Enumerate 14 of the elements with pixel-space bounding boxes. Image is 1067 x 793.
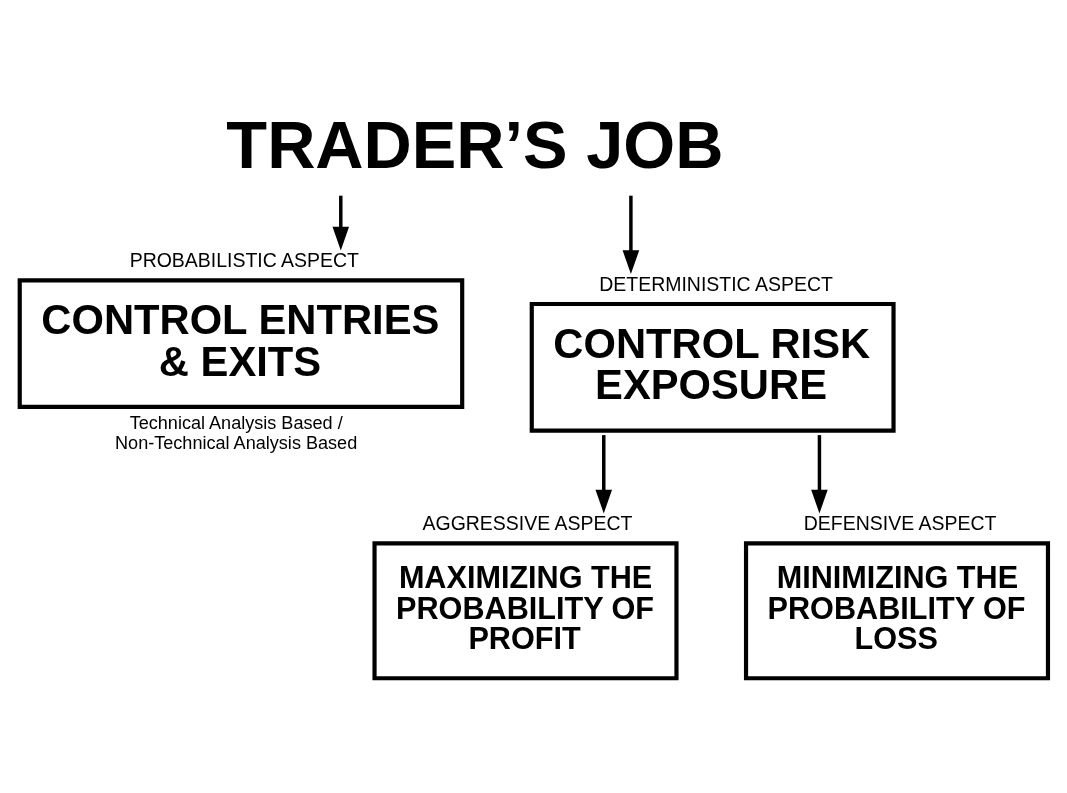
- node-box: MAXIMIZING THE PROBABILITY OF PROFIT: [372, 541, 679, 681]
- node-box: CONTROL ENTRIES & EXITS: [17, 278, 465, 410]
- node-label: DEFENSIVE ASPECT: [803, 512, 997, 535]
- node-label: AGGRESSIVE ASPECT: [422, 512, 633, 535]
- node-label: PROBABILISTIC ASPECT: [129, 249, 360, 272]
- arrow: [595, 435, 613, 514]
- node-text: TRADER’S JOB: [226, 108, 724, 183]
- node-label: DETERMINISTIC ASPECT: [599, 273, 833, 296]
- arrow: [332, 195, 350, 251]
- arrow: [811, 435, 828, 514]
- node-box: CONTROL RISK EXPOSURE: [529, 301, 896, 433]
- node-box: MINIMIZING THE PROBABILITY OF LOSS: [743, 541, 1051, 681]
- arrow: [622, 195, 640, 275]
- node-label: Technical Analysis Based / Non-Technical Analysis Based: [115, 413, 358, 453]
